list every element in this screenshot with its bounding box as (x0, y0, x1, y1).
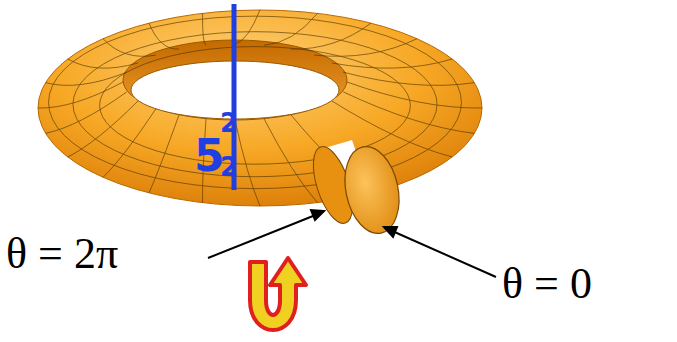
torus-grid-line (332, 59, 452, 68)
torus-grid-line (46, 72, 127, 85)
torus-grid-line (149, 115, 179, 193)
angle-label: θ = 2π (6, 232, 118, 276)
torus-grid-line (343, 92, 474, 134)
torus-grid-line (103, 39, 156, 57)
torus-grid-line (235, 10, 260, 44)
torus-grid-line (235, 120, 260, 206)
torus-grid-line (203, 13, 206, 45)
torus-grid-line (68, 101, 138, 157)
knot-subscript: 2 (220, 154, 238, 180)
torus-grid-line (68, 59, 138, 68)
angle-label: θ = 0 (502, 262, 592, 306)
torus-grid-line (149, 23, 179, 49)
knot-superscript: 2 (220, 110, 238, 136)
torus-grid-line (103, 109, 156, 177)
torus-grid-line (343, 72, 474, 85)
torus-grid-line (49, 16, 462, 188)
torus-grid-line (347, 82, 482, 108)
torus-grid-line (314, 39, 417, 57)
torus-grid-line (38, 82, 123, 108)
torus-grid-line (291, 23, 371, 49)
torus-grid-line (264, 119, 317, 203)
torus-grid-line (46, 92, 127, 134)
torus-grid-line (264, 13, 317, 45)
